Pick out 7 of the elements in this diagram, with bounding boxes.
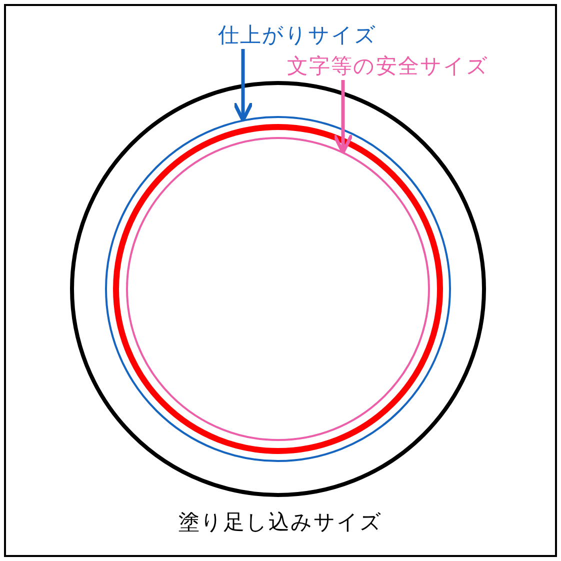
arrow	[332, 80, 354, 154]
size-label: 仕上がりサイズ	[218, 23, 377, 47]
size-label: 文字等の安全サイズ	[287, 54, 489, 78]
safe-area-circle	[126, 137, 430, 441]
size-label: 塗り足し込みサイズ	[178, 509, 384, 535]
bleed-circle	[70, 81, 486, 497]
arrow	[232, 49, 254, 122]
